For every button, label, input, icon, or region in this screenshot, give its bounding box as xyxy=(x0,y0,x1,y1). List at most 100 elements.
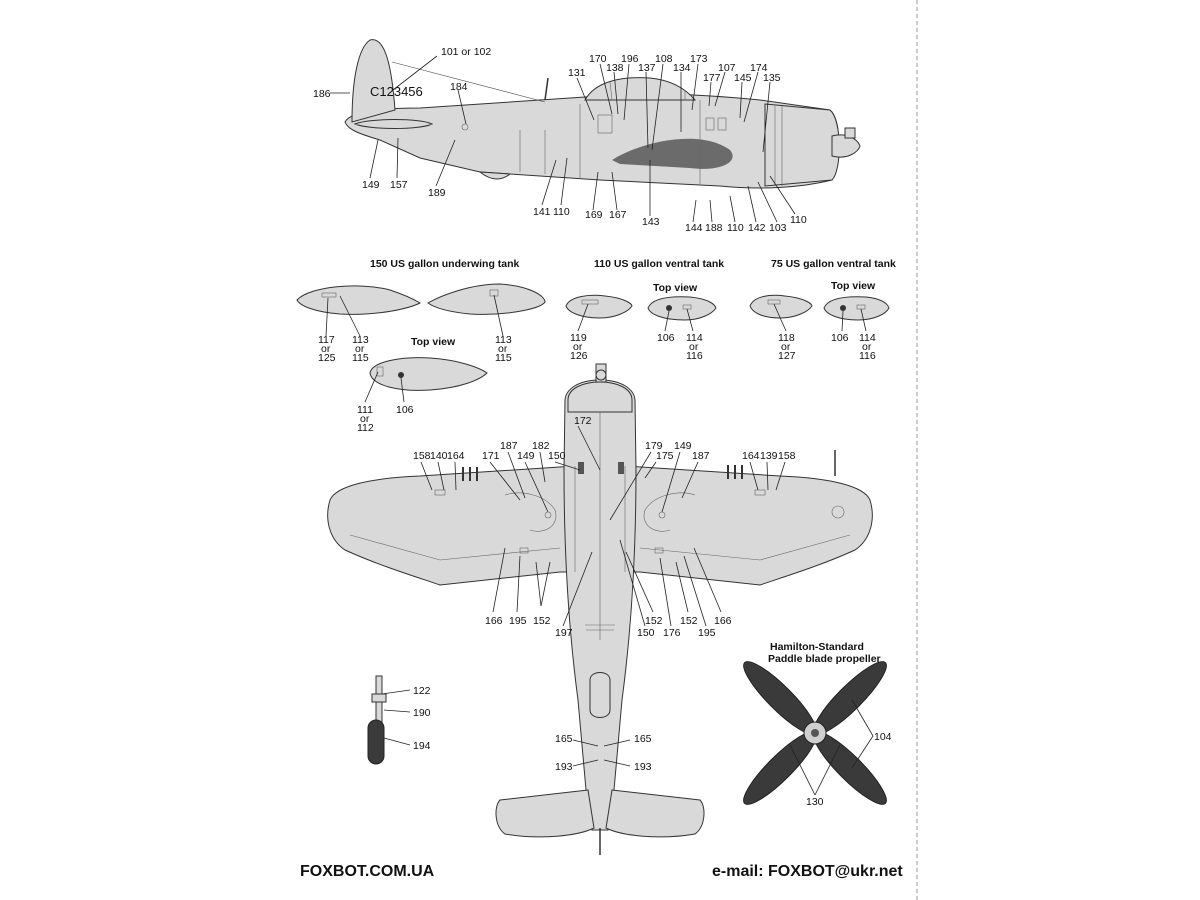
callout-tank-114-b-or: or xyxy=(862,341,872,353)
callout-134: 134 xyxy=(673,62,691,74)
ventral-75-tank-title: 75 US gallon ventral tank xyxy=(771,258,896,270)
callout-tank-114-a-or: or xyxy=(689,341,699,353)
callout-103: 103 xyxy=(769,222,787,234)
propeller-title-line1: Hamilton-Standard xyxy=(770,641,864,653)
callout-167: 167 xyxy=(609,209,627,221)
callout-158-a: 158 xyxy=(413,450,431,462)
callout-150-a: 150 xyxy=(548,450,566,462)
callout-182: 182 xyxy=(532,440,550,452)
callout-122: 122 xyxy=(413,685,431,697)
footer-email: e-mail: FOXBOT@ukr.net xyxy=(712,863,903,880)
ventral-110-tank-title: 110 US gallon ventral tank xyxy=(594,258,724,270)
callout-169: 169 xyxy=(585,209,603,221)
callout-152-a: 152 xyxy=(533,615,551,627)
callout-150-b: 150 xyxy=(637,627,655,639)
ventral-110-tank-side xyxy=(565,294,633,319)
callout-188: 188 xyxy=(705,222,723,234)
callout-189: 189 xyxy=(428,187,446,199)
callout-193-b: 193 xyxy=(634,761,652,773)
callout-110-c: 110 xyxy=(790,214,807,226)
callout-131: 131 xyxy=(568,67,586,79)
callout-195-a: 195 xyxy=(509,615,527,627)
callout-195-b: 195 xyxy=(698,627,716,639)
tail-serial: C123456 xyxy=(370,84,423,99)
callout-tank-126: 126 xyxy=(570,350,588,362)
callout-tank-106-c: 106 xyxy=(831,332,849,344)
ventral-75-tank-top-view xyxy=(823,296,890,321)
underwing-tank-top-view xyxy=(369,357,488,391)
main-landing-gear: 122 190 194 xyxy=(367,675,431,765)
callout-166-b: 166 xyxy=(714,615,732,627)
callout-108: 108 xyxy=(655,53,673,65)
callout-tank-106-b: 106 xyxy=(657,332,675,344)
side-view-leader-lines xyxy=(330,55,796,223)
callout-140: 140 xyxy=(430,450,448,462)
callout-tank-113-b-or: or xyxy=(498,343,508,355)
ventral-110-top-view-label: Top view xyxy=(653,282,698,294)
propeller: Hamilton-Standard Paddle blade propeller… xyxy=(743,641,892,808)
callout-149-a: 149 xyxy=(517,450,535,462)
callout-194: 194 xyxy=(413,740,431,752)
callout-143: 143 xyxy=(642,216,660,228)
underwing-tank-side-right xyxy=(427,283,546,315)
callout-187-b: 187 xyxy=(692,450,710,462)
callout-tank-118: 118 xyxy=(778,332,795,344)
callout-tank-117: 117 xyxy=(318,334,335,346)
plan-view-leader-lines xyxy=(420,425,786,767)
callout-176: 176 xyxy=(663,627,681,639)
callout-tank-119-or: or xyxy=(573,341,583,353)
callout-164-b: 164 xyxy=(742,450,760,462)
callout-137: 137 xyxy=(638,62,656,74)
callout-173: 173 xyxy=(690,53,708,65)
callout-101-or-102: 101 or 102 xyxy=(441,46,491,58)
callout-158-b: 158 xyxy=(778,450,796,462)
callout-149: 149 xyxy=(362,179,380,191)
callout-138: 138 xyxy=(606,62,624,74)
callout-175: 175 xyxy=(656,450,674,462)
underwing-tank-top-view-label: Top view xyxy=(411,336,456,348)
callout-tank-113-b: 113 xyxy=(495,334,512,346)
callout-tank-125: 125 xyxy=(318,352,336,364)
callout-165-b: 165 xyxy=(634,733,652,745)
callout-tank-127: 127 xyxy=(778,350,796,362)
plan-view-callouts: 172 158 140 164 171 187 149 182 150 179 … xyxy=(413,415,796,773)
callout-157: 157 xyxy=(390,179,408,191)
callout-tank-111: 111 xyxy=(357,404,373,416)
callout-tank-113-a-or: or xyxy=(355,343,365,355)
callout-tank-112: 112 xyxy=(357,422,374,434)
callout-166-a: 166 xyxy=(485,615,503,627)
callout-179: 179 xyxy=(645,440,663,452)
callout-177: 177 xyxy=(703,72,721,84)
callout-190: 190 xyxy=(413,707,431,719)
propeller-title-line2: Paddle blade propeller xyxy=(768,653,881,665)
callout-149-b: 149 xyxy=(674,440,692,452)
underwing-tank-side-left xyxy=(296,285,422,315)
callout-164-a: 164 xyxy=(447,450,465,462)
callout-139: 139 xyxy=(760,450,778,462)
callout-145: 145 xyxy=(734,72,752,84)
callout-tank-106-a: 106 xyxy=(396,404,414,416)
ventral-75-tank-side xyxy=(749,294,813,319)
drop-tanks: 150 US gallon underwing tank 110 US gall… xyxy=(296,258,896,434)
plan-view-aircraft xyxy=(327,363,873,855)
callout-135: 135 xyxy=(763,72,781,84)
callout-141: 141 xyxy=(533,206,551,218)
callout-174: 174 xyxy=(750,62,768,74)
callout-110-b: 110 xyxy=(727,222,744,234)
callout-197: 197 xyxy=(555,627,573,639)
callout-193-a: 193 xyxy=(555,761,573,773)
callout-tank-117-or: or xyxy=(321,343,331,355)
callout-152-b: 152 xyxy=(645,615,663,627)
callout-152-c: 152 xyxy=(680,615,698,627)
callout-142: 142 xyxy=(748,222,766,234)
callout-107: 107 xyxy=(718,62,736,74)
callout-186: 186 xyxy=(313,88,331,100)
side-view-callouts: 186 101 or 102 184 149 157 189 131 170 1… xyxy=(313,46,807,234)
callout-184: 184 xyxy=(450,81,468,93)
callout-tank-115-b: 115 xyxy=(495,352,512,364)
callout-196: 196 xyxy=(621,53,639,65)
callout-tank-116-b: 116 xyxy=(859,350,876,362)
callout-187-a: 187 xyxy=(500,440,518,452)
callout-171: 171 xyxy=(482,450,500,462)
